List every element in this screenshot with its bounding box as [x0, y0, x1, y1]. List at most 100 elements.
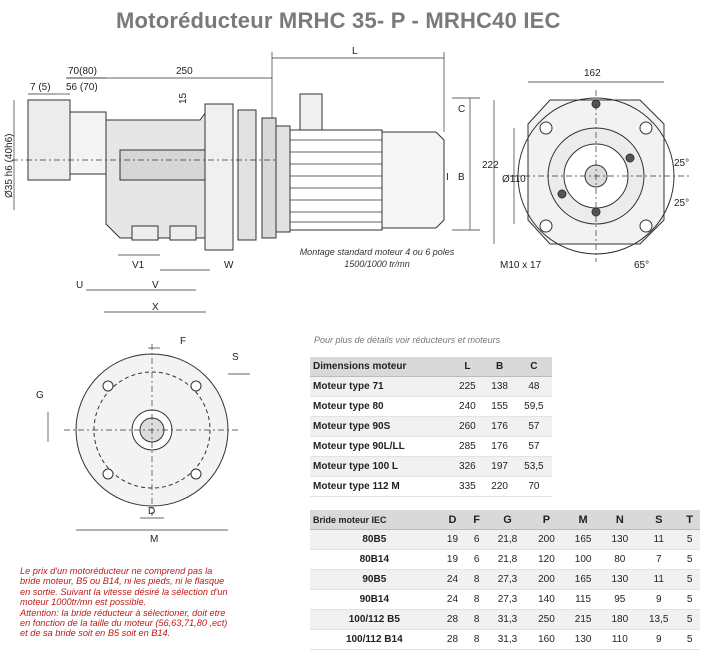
table-header: L — [451, 357, 484, 377]
table-cell: 19 — [438, 549, 467, 570]
dim-G: G — [36, 390, 44, 401]
table-cell: 140 — [528, 589, 565, 610]
table-cell: 5 — [679, 569, 700, 590]
warning-line: bride moteur, B5 ou B14, ni les pieds, n… — [20, 576, 225, 587]
table-cell: 5 — [679, 549, 700, 570]
dim-V: V — [152, 280, 159, 291]
table-cell: 24 — [438, 569, 467, 590]
warning-line: en sortie. Suivant la vitesse désiré la … — [20, 586, 228, 597]
table-cell: 19 — [438, 529, 467, 550]
table-cell: 31,3 — [486, 609, 529, 630]
table-header: Dimensions moteur — [310, 357, 452, 377]
table-cell: 8 — [466, 569, 487, 590]
table-cell: 335 — [451, 476, 484, 497]
table-cell: 115 — [564, 589, 602, 610]
dim-70-80: 70(80) — [68, 66, 97, 77]
table-cell: 48 — [515, 376, 552, 397]
shaft-diameter-label: Ø35 h6 (40h6) — [4, 134, 15, 199]
table-cell: 5 — [679, 629, 700, 650]
table-cell: 13,5 — [638, 609, 680, 630]
dim-S: S — [232, 352, 239, 363]
table-cell: 6 — [466, 529, 487, 550]
table-cell: 260 — [451, 416, 484, 437]
table-cell: 130 — [601, 529, 639, 550]
table-cell: Moteur type 90L/LL — [310, 436, 452, 457]
table-header: M — [564, 510, 602, 530]
angle-25-top: 25° — [674, 158, 689, 169]
table-cell: 176 — [483, 436, 516, 457]
dim-X: X — [152, 302, 159, 313]
dim-162: 162 — [584, 68, 601, 79]
table-cell: 138 — [483, 376, 516, 397]
table-cell: 100/112 B14 — [310, 629, 439, 650]
table-cell: 5 — [679, 529, 700, 550]
table-header: F — [466, 510, 487, 530]
table-header-row: Bride moteur IEC D F G P M N S T — [310, 510, 700, 530]
motor-side-view — [275, 93, 445, 233]
table-header: G — [486, 510, 529, 530]
table-cell: 110 — [601, 629, 639, 650]
table-cell: 176 — [483, 416, 516, 437]
table-cell: 21,8 — [486, 549, 529, 570]
warning-line: Attention: la bride réducteur à sélectio… — [20, 607, 226, 618]
table-cell: 130 — [601, 569, 639, 590]
table-cell: 5 — [679, 609, 700, 630]
dim-15: 15 — [178, 92, 189, 104]
dim-U: U — [76, 280, 83, 291]
table-cell: 9 — [638, 629, 680, 650]
table-cell: 120 — [528, 549, 565, 570]
warning-line: en fonction de la taille du moteur (56,6… — [20, 618, 228, 629]
table-cell: 57 — [515, 436, 552, 457]
table-cell: 155 — [483, 396, 516, 417]
dim-222: 222 — [482, 160, 499, 171]
table-cell: 9 — [638, 589, 680, 610]
dim-M: M — [150, 534, 158, 545]
table-cell: 240 — [451, 396, 484, 417]
table-cell: 6 — [466, 549, 487, 570]
table-cell: 11 — [638, 529, 680, 550]
angle-65: 65° — [634, 260, 649, 271]
table-header: Bride moteur IEC — [310, 510, 439, 530]
table-cell: 5 — [679, 589, 700, 610]
table-cell: 95 — [601, 589, 639, 610]
table-header: S — [638, 510, 680, 530]
table-header: N — [601, 510, 639, 530]
warning-line: Le prix d'un motoréducteur ne comprend p… — [20, 566, 213, 576]
table-cell: 53,5 — [515, 456, 552, 477]
table-cell: 24 — [438, 589, 467, 610]
dim-I: I — [446, 172, 449, 183]
table-cell: 180 — [601, 609, 639, 630]
gearbox-side-view — [12, 99, 300, 251]
dim-L: L — [352, 46, 358, 57]
details-note: Pour plus de détails voir réducteurs et … — [314, 335, 501, 345]
table-cell: 11 — [638, 569, 680, 590]
dim-250: 250 — [176, 66, 193, 77]
table-cell: Moteur type 100 L — [310, 456, 452, 477]
dim-B: B — [458, 172, 465, 183]
table-cell: Moteur type 71 — [310, 376, 452, 397]
table-cell: 8 — [466, 609, 487, 630]
gearbox-front-view — [510, 90, 690, 262]
motor-mounting-note: Montage standard moteur 4 ou 6 poles 150… — [299, 247, 455, 269]
table-header: C — [515, 357, 552, 377]
table-cell: 285 — [451, 436, 484, 457]
warning-line: moteur 1000tr/mn est possible. — [20, 597, 147, 608]
table-header: D — [438, 510, 467, 530]
dim-7-5: 7 (5) — [30, 82, 51, 93]
table-cell: 326 — [451, 456, 484, 477]
dim-F: F — [180, 336, 186, 347]
table-cell: 200 — [528, 569, 565, 590]
flange-front-view — [64, 344, 240, 516]
table-cell: 250 — [528, 609, 565, 630]
table-header: T — [679, 510, 700, 530]
table-cell: 27,3 — [486, 589, 529, 610]
table-cell: Moteur type 112 M — [310, 476, 452, 497]
